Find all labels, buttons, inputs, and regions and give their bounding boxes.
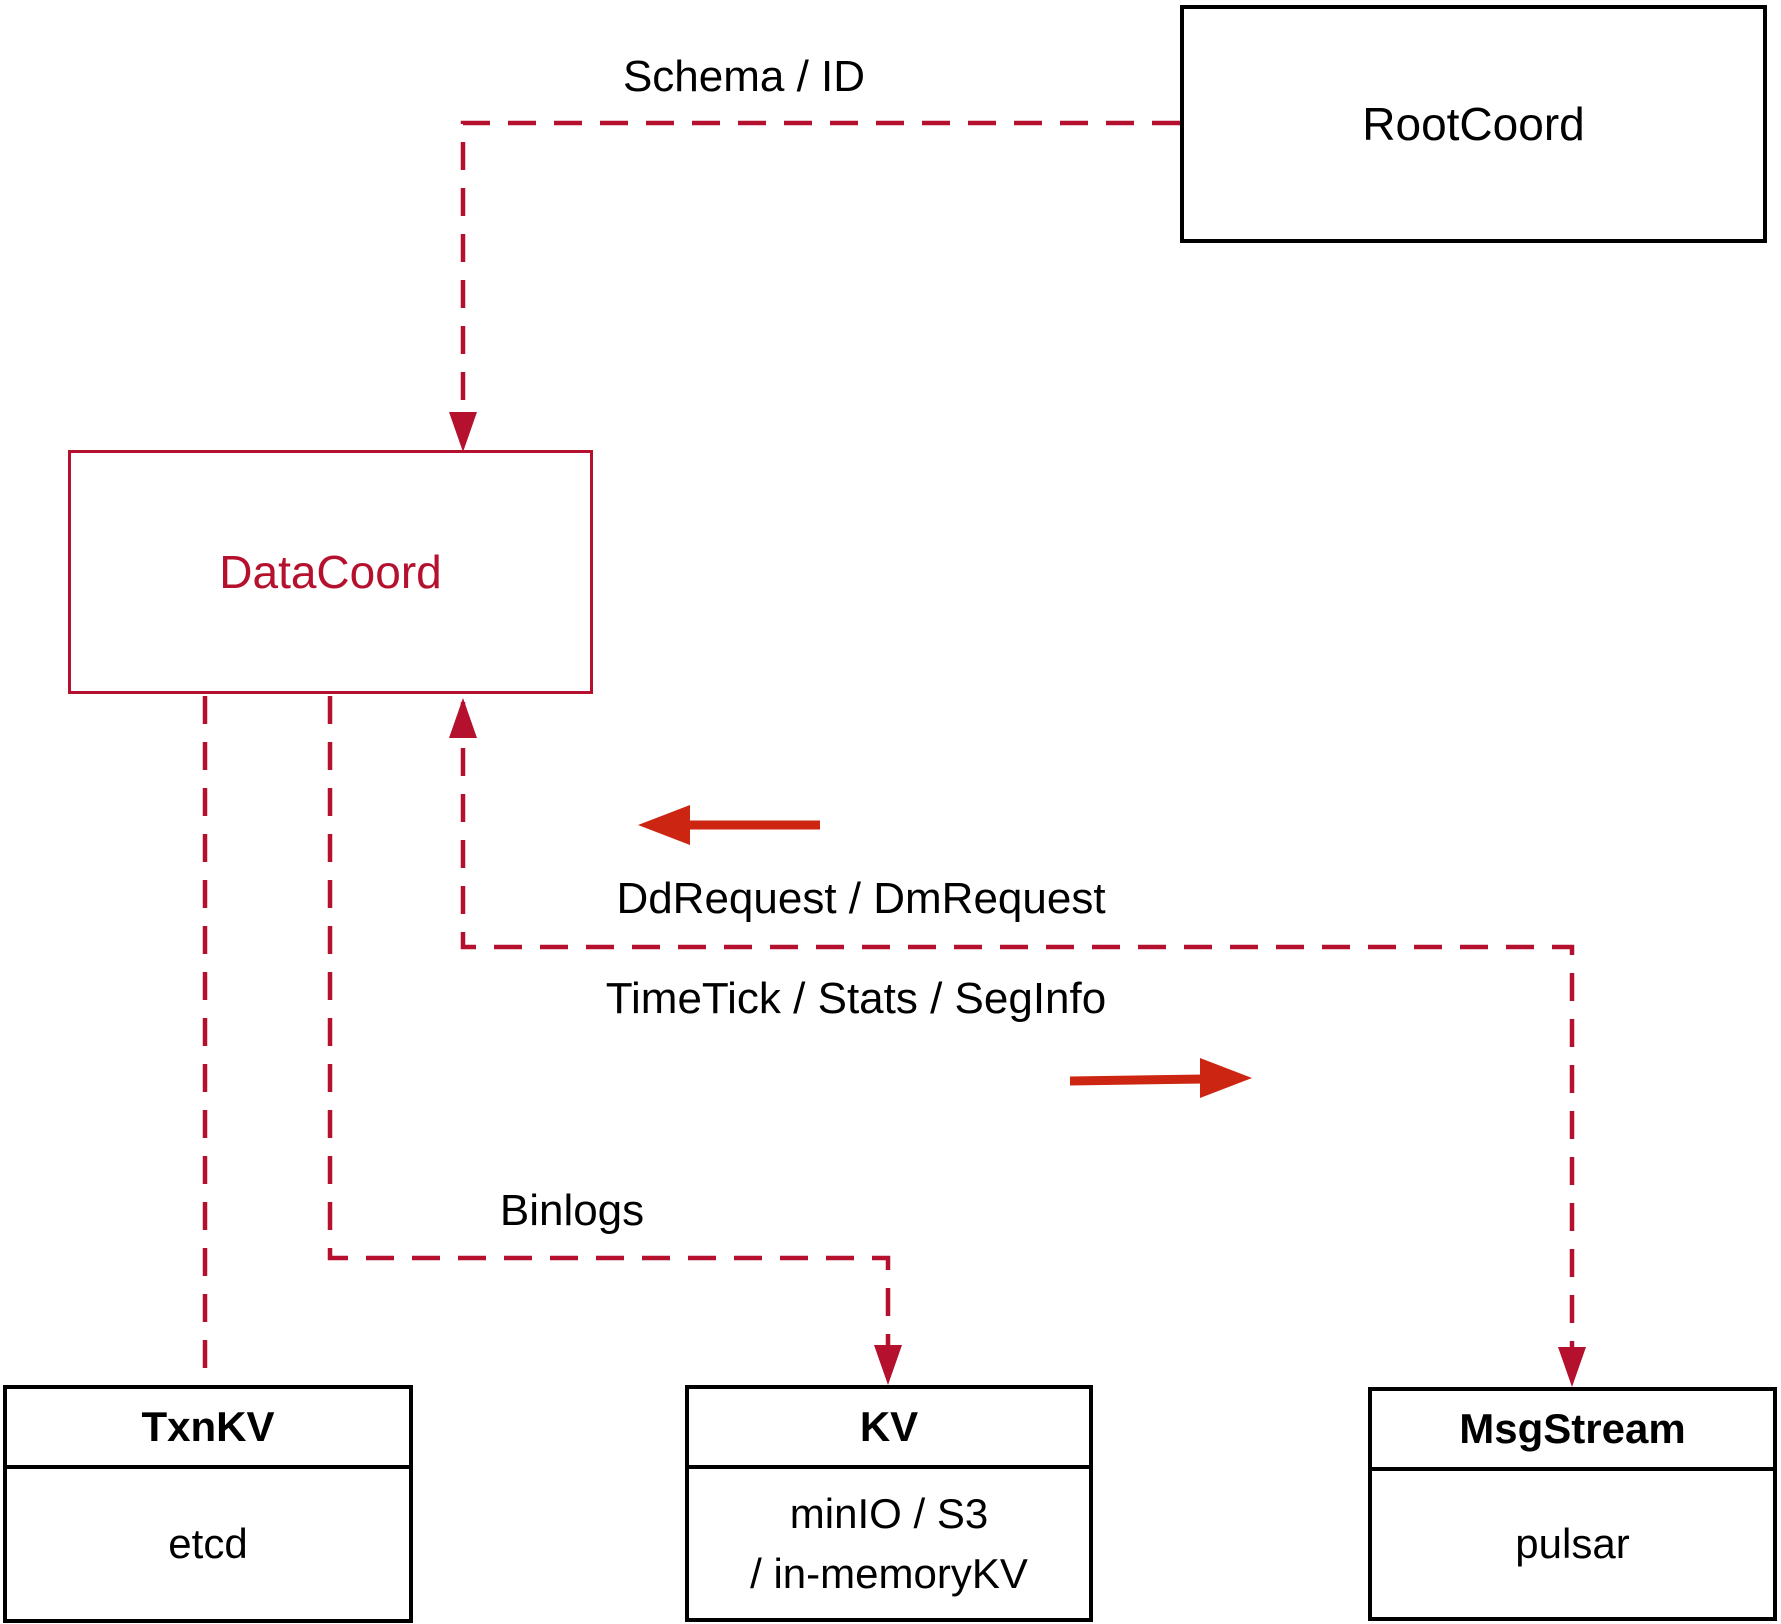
arrowhead-into-kv-top xyxy=(874,1345,902,1385)
datacoord-node: DataCoord xyxy=(68,450,593,694)
edge-label-schema-id: Schema / ID xyxy=(622,52,866,101)
arrowhead-into-datacoord-bottom xyxy=(449,698,477,738)
kv-body-line2: / in-memoryKV xyxy=(750,1549,1028,1597)
connector-rootcoord-to-datacoord xyxy=(460,120,1180,442)
msgstream-node: MsgStream pulsar xyxy=(1368,1387,1777,1621)
kv-body-line1: minIO / S3 xyxy=(789,1489,989,1537)
connector-datacoord-msgstream xyxy=(460,702,1575,1378)
datacoord-label: DataCoord xyxy=(219,546,442,598)
msgstream-title: MsgStream xyxy=(1372,1391,1773,1471)
rootcoord-label: RootCoord xyxy=(1362,98,1585,150)
right-direction-arrow xyxy=(1069,1058,1252,1098)
edge-label-binlogs: Binlogs xyxy=(499,1186,645,1235)
edge-label-ddrequest-dmrequest: DdRequest / DmRequest xyxy=(616,874,1106,923)
edge-label-timetick-stats-seginfo: TimeTick / Stats / SegInfo xyxy=(605,974,1107,1023)
kv-title: KV xyxy=(689,1389,1089,1469)
arrowhead-into-msgstream-top xyxy=(1558,1347,1586,1387)
txnkv-node: TxnKV etcd xyxy=(3,1385,413,1623)
txnkv-title: TxnKV xyxy=(7,1389,409,1469)
kv-body: minIO / S3 / in-memoryKV xyxy=(689,1469,1089,1618)
connector-datacoord-to-kv xyxy=(327,696,891,1376)
left-direction-arrow xyxy=(638,805,820,845)
msgstream-body: pulsar xyxy=(1515,1520,1630,1567)
arrowhead-into-datacoord-top xyxy=(449,412,477,452)
kv-node: KV minIO / S3 / in-memoryKV xyxy=(685,1385,1093,1622)
rootcoord-node: RootCoord xyxy=(1180,5,1767,243)
txnkv-body: etcd xyxy=(168,1520,248,1567)
